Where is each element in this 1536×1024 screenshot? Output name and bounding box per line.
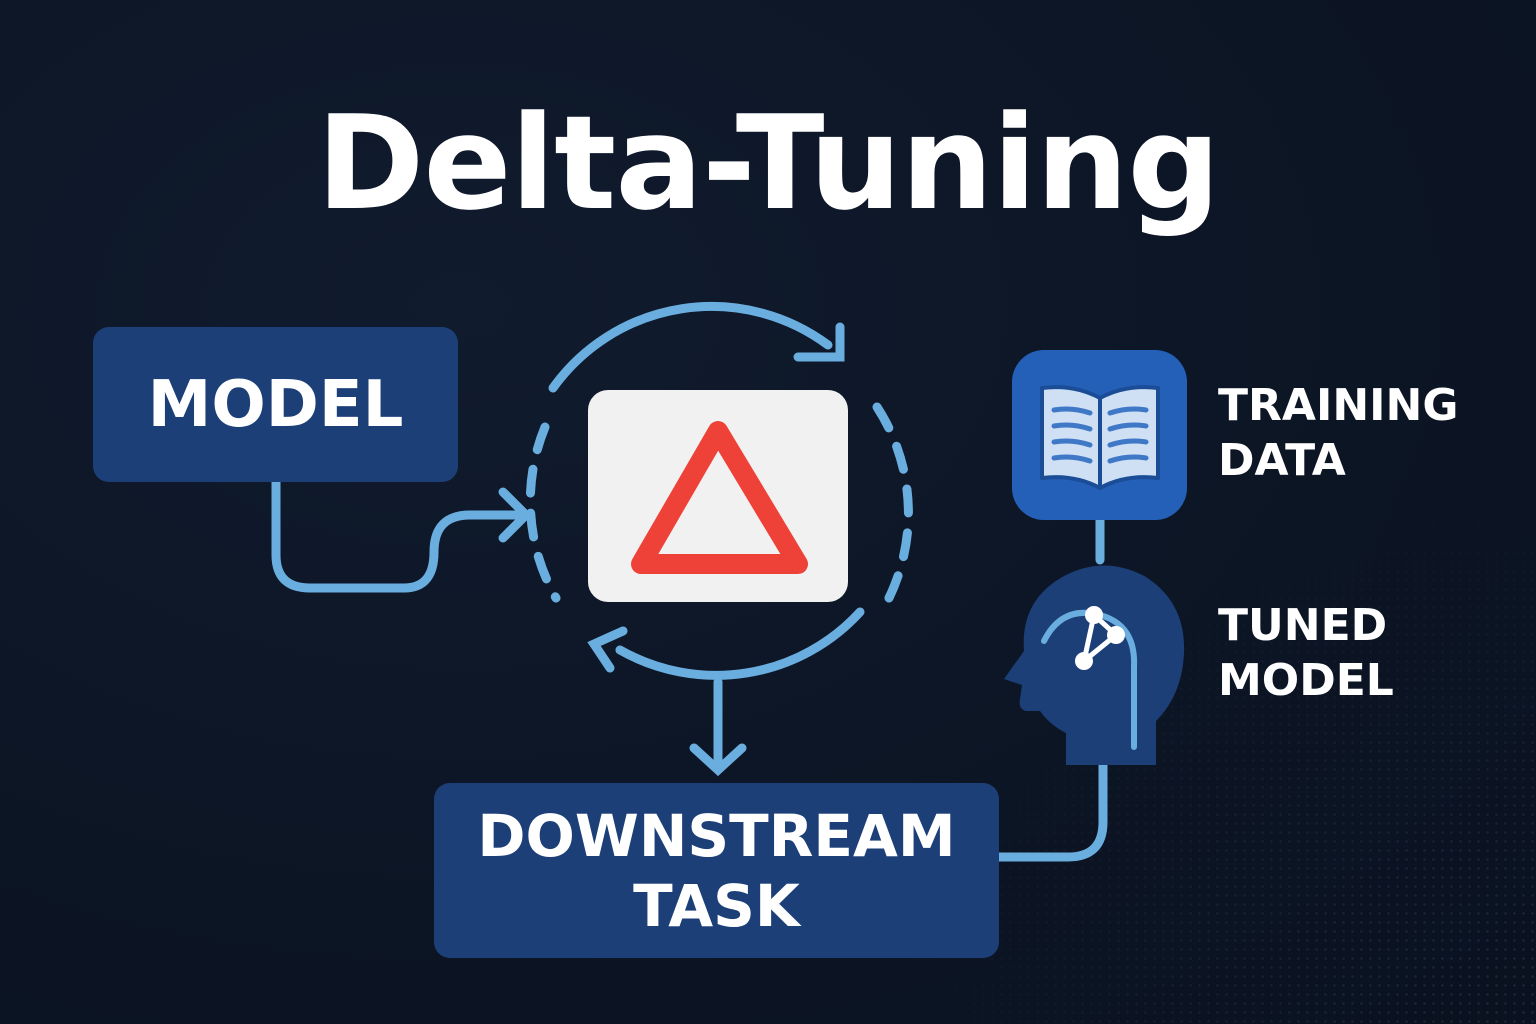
page-title: Delta-Tuning <box>316 87 1220 239</box>
tuned-model-head <box>996 555 1186 765</box>
training-data-label-line2: DATA <box>1218 435 1346 486</box>
tuned-model-label-line1: TUNED <box>1218 600 1388 651</box>
delta-to-task-arrowhead <box>689 743 747 777</box>
open-book-icon <box>1040 385 1160 490</box>
downstream-task-label-line1: DOWNSTREAM <box>477 801 956 870</box>
downstream-task-label-line2: TASK <box>633 871 800 940</box>
cycle-arc-bottom <box>615 607 865 680</box>
training-data-tile <box>1012 350 1187 520</box>
training-data-label-line1: TRAINING <box>1218 380 1459 431</box>
cycle-arrowhead-top <box>793 322 845 362</box>
tuned-model-label: TUNED MODEL <box>1218 598 1394 708</box>
model-box: MODEL <box>93 327 458 482</box>
head-network-icon <box>1004 565 1185 765</box>
model-to-delta-arrowhead <box>498 487 533 543</box>
tuned-model-label-line2: MODEL <box>1218 655 1394 706</box>
tuned-to-task-connector <box>994 760 1108 862</box>
model-label: MODEL <box>147 367 404 442</box>
downstream-task-box: DOWNSTREAM TASK <box>434 783 999 958</box>
cycle-arrowhead-bottom <box>587 626 628 673</box>
delta-card <box>588 390 848 602</box>
cycle-arc-top <box>548 301 833 393</box>
cycle-dashed-right <box>872 402 913 605</box>
dot-pattern-decoration <box>916 504 1536 1024</box>
training-data-label: TRAINING DATA <box>1218 378 1458 488</box>
cycle-dashed-left <box>525 422 561 603</box>
delta-triangle-icon <box>631 421 808 574</box>
model-to-delta-connector <box>271 477 530 593</box>
